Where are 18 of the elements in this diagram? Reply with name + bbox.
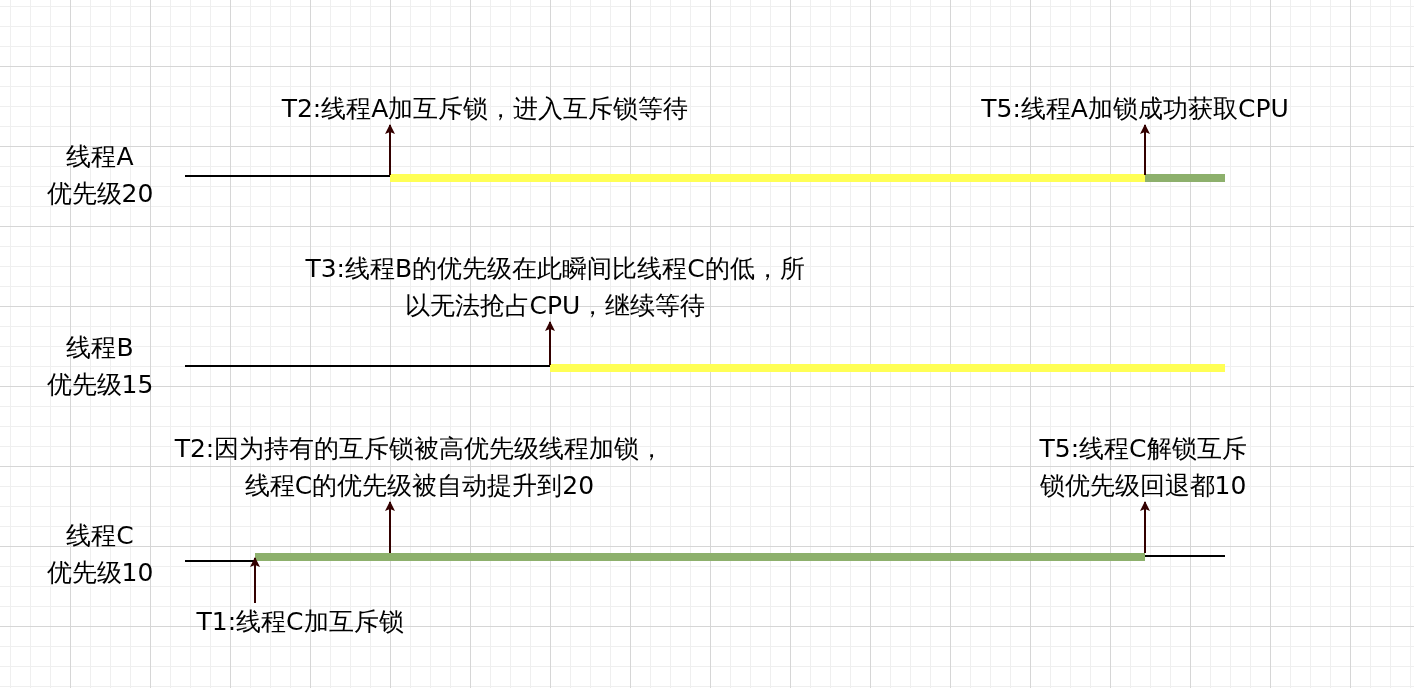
thread-label: 优先级10 xyxy=(45,557,155,589)
arrow xyxy=(385,124,395,176)
thread-label: 线程B xyxy=(65,332,135,364)
event-note: T1:线程C加互斥锁 xyxy=(195,606,405,638)
event-note: T5:线程C解锁互斥锁优先级回退都10 xyxy=(1038,433,1248,502)
arrow xyxy=(250,557,260,604)
event-note: T3:线程B的优先级在此瞬间比线程C的低，所以无法抢占CPU，继续等待 xyxy=(304,253,806,322)
arrow xyxy=(385,501,395,554)
thread-label: 优先级20 xyxy=(45,178,155,210)
arrow xyxy=(1140,124,1150,176)
arrow xyxy=(1140,501,1150,554)
thread-label: 线程C xyxy=(65,520,135,552)
event-note: T5:线程A加锁成功获取CPU xyxy=(980,93,1290,125)
arrow xyxy=(545,321,555,366)
thread-label: 优先级15 xyxy=(45,369,155,401)
event-note: T2:线程A加互斥锁，进入互斥锁等待 xyxy=(280,93,690,125)
thread-label: 线程A xyxy=(65,141,135,173)
event-note: T2:因为持有的互斥锁被高优先级线程加锁，线程C的优先级被自动提升到20 xyxy=(173,433,666,502)
